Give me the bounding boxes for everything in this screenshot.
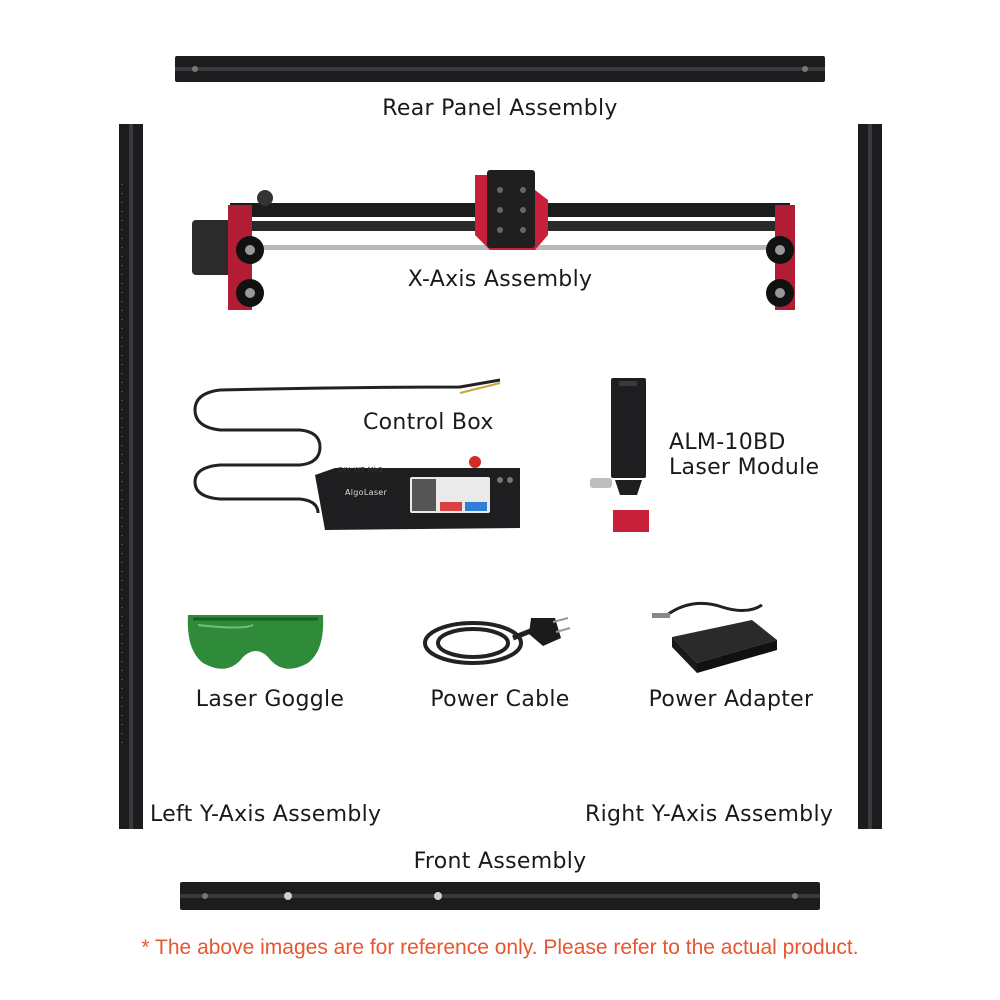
rear-panel-rail — [175, 56, 825, 82]
front-assembly-rail — [180, 882, 820, 910]
right-y-axis-rail — [858, 124, 882, 829]
power-adapter-image — [652, 595, 782, 675]
right-y-axis-label: Right Y-Axis Assembly — [585, 802, 834, 827]
power-cable-image — [413, 608, 573, 673]
laser-module-label-line1: ALM-10BD — [669, 430, 786, 455]
control-box-cable-image — [190, 375, 510, 525]
control-box-image — [315, 450, 525, 535]
left-y-axis-rail — [119, 124, 143, 829]
laser-goggle-label: Laser Goggle — [195, 687, 345, 712]
laser-module-label-line2: Laser Module — [669, 455, 820, 480]
laser-module-image — [585, 375, 655, 535]
left-y-axis-label: Left Y-Axis Assembly — [150, 802, 382, 827]
power-cable-label: Power Cable — [430, 687, 570, 712]
control-box-label: Control Box — [363, 410, 494, 435]
front-assembly-label: Front Assembly — [413, 849, 587, 874]
control-box-kit-label: DIY KIT Mk2 — [338, 466, 383, 474]
laser-goggle-image — [183, 605, 328, 680]
power-adapter-label: Power Adapter — [648, 687, 814, 712]
x-axis-assembly-image — [190, 165, 810, 315]
x-axis-label: X-Axis Assembly — [407, 267, 593, 292]
disclaimer-text: * The above images are for reference onl… — [141, 936, 859, 959]
control-box-brand-text: AlgoLaser — [345, 488, 388, 497]
rear-panel-label: Rear Panel Assembly — [382, 96, 618, 121]
